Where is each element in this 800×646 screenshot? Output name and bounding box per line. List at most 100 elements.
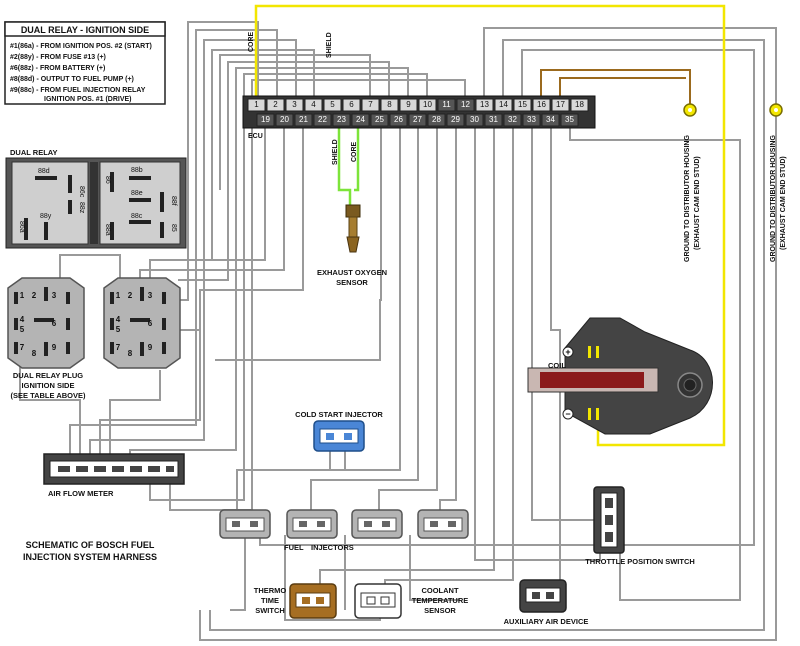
relay-blade (160, 192, 164, 212)
relay-plug-pin-number: 4 (20, 315, 25, 324)
relay-blade (68, 175, 72, 193)
legend-line: #6(88z) - FROM BATTERY (+) (10, 65, 105, 72)
core-label-mid: CORE (351, 141, 358, 162)
relay-plug-pin-number: 2 (32, 291, 37, 300)
relay-terminal-label: 88a (104, 224, 111, 236)
ground-left-label-1: GROUND TO DISTRIBUTOR HOUSING (684, 135, 691, 262)
legend-title: DUAL RELAY - IGNITION SIDE (21, 25, 149, 35)
schematic-title-1: SCHEMATIC OF BOSCH FUEL (26, 540, 155, 550)
ecu-pin-cell (418, 98, 437, 112)
relay-plug-pin-number: 5 (116, 325, 121, 334)
ecu-pin-number: 35 (565, 115, 574, 124)
ecu-pin-number: 12 (461, 100, 470, 109)
ecu-pin-cell (313, 113, 332, 127)
relay-terminal-label: 88y (40, 213, 52, 220)
relay-blade (35, 176, 57, 180)
ground-right-label-1: GROUND TO DISTRIBUTOR HOUSING (770, 135, 777, 262)
ecu-pin-number: 11 (442, 100, 451, 109)
ecu-pin-cell (380, 98, 399, 112)
ground-ring-right (769, 98, 783, 117)
ecu-pin-number: 17 (556, 100, 565, 109)
ignition-coil: + − COIL (527, 317, 713, 435)
ecu-pin-number: 16 (537, 100, 546, 109)
relay-terminal-label: 86 (104, 176, 111, 184)
coil-minus: − (565, 409, 570, 419)
relay-blade (160, 222, 164, 238)
relay-terminal-label: 86c (78, 186, 85, 198)
ecu-pin-number: 25 (375, 115, 384, 124)
cold-start-label: COLD START INJECTOR (295, 410, 383, 419)
ecu-pin-cell (275, 113, 294, 127)
coolant-label-3: SENSOR (424, 606, 456, 615)
ecu-pin-number: 20 (280, 115, 289, 124)
ecu-pin-cell (503, 113, 522, 127)
ecu-pin-cell (342, 98, 361, 112)
relay-plug-pin-number: 5 (20, 325, 25, 334)
auxiliary-air-device: AUXILIARY AIR DEVICE (504, 579, 589, 626)
relay-plug-pin-number: 6 (148, 319, 153, 328)
aux-air-label: AUXILIARY AIR DEVICE (504, 617, 589, 626)
coolant-temperature-sensor: COOLANT TEMPERATURE SENSOR (354, 583, 469, 619)
legend-line: #1(86a) - FROM IGNITION POS. #2 (START) (10, 43, 152, 50)
oxygen-sensor: EXHAUST OXYGEN SENSOR (317, 204, 387, 287)
ecu-pin-number: 28 (432, 115, 441, 124)
dual-relay: DUAL RELAY 88d 86c 88z 88y 86a 86 88b 88… (5, 148, 187, 249)
thermo-time-switch: THERMO TIME SWITCH (254, 583, 337, 619)
thermo-label-1: THERMO (254, 586, 287, 595)
ecu-pin-number: 15 (518, 100, 527, 109)
relay-plug-pin-number: 8 (32, 349, 37, 358)
ecu-pin-number: 23 (337, 115, 346, 124)
ecu-pin-cell (323, 98, 342, 112)
ecu-pin-cell (570, 98, 589, 112)
legend-line: #8(88d) - OUTPUT TO FUEL PUMP (+) (10, 76, 134, 83)
ecu-pin-cell (247, 98, 266, 112)
ecu-pin-number: 21 (299, 115, 308, 124)
legend-line: #9(88c) - FROM FUEL INJECTION RELAY (10, 87, 146, 94)
thermo-label-3: SWITCH (255, 606, 285, 615)
relay-terminal-label: 88c (131, 213, 143, 220)
oxygen-sensor-label-1: EXHAUST OXYGEN (317, 268, 387, 277)
fuel-injector-2 (286, 509, 338, 539)
fuel-label: FUEL (284, 543, 304, 552)
ecu-pin-number: 10 (423, 100, 432, 109)
ecu-pin-number: 13 (480, 100, 489, 109)
green-wires (337, 128, 360, 205)
ecu-pin-cell (304, 98, 323, 112)
ecu-pin-cell (465, 113, 484, 127)
fuel-injector-4 (417, 509, 469, 539)
dual-relay-title: DUAL RELAY (10, 148, 58, 157)
ecu-pin-number: 29 (451, 115, 460, 124)
ecu-pin-cell (256, 113, 275, 127)
ground-ring-left (683, 98, 697, 117)
oxygen-sensor-label-2: SENSOR (336, 278, 368, 287)
ecu-pin-cell (332, 113, 351, 127)
ecu-pin-number: 7 (368, 100, 373, 109)
ecu-pin-cell (560, 113, 579, 127)
ecu-pin-number: 8 (387, 100, 392, 109)
ecu-pin-cell (541, 113, 560, 127)
ecu-pin-cell (389, 113, 408, 127)
relay-plug-pin-number: 3 (52, 291, 57, 300)
ecu-pin-cell (427, 113, 446, 127)
ecu-pin-number: 34 (546, 115, 555, 124)
injectors-label: INJECTORS (311, 543, 354, 552)
throttle-label: THROTTLE POSITION SWITCH (585, 557, 695, 566)
ecu-pin-number: 9 (406, 100, 411, 109)
relay-blade (110, 172, 114, 192)
ecu-pin-cell (399, 98, 418, 112)
coolant-label-2: TEMPERATURE (412, 596, 469, 605)
ecu-pin-number: 22 (318, 115, 327, 124)
ground-right-label-2: (EXHAUST CAM END STUD) (780, 156, 787, 250)
ecu-pin-number: 27 (413, 115, 422, 124)
relay-plug-left (7, 277, 85, 369)
coolant-label-1: COOLANT (421, 586, 458, 595)
shield-label-mid: SHIELD (332, 139, 339, 165)
relay-plug-pin-number: 2 (128, 291, 133, 300)
ecu-pin-number: 24 (356, 115, 365, 124)
ecu-pin-cell (266, 98, 285, 112)
ecu-pin-cell (285, 98, 304, 112)
relay-blade (24, 218, 28, 240)
ecu-pin-number: 4 (311, 100, 316, 109)
ecu-pin-cell (484, 113, 503, 127)
